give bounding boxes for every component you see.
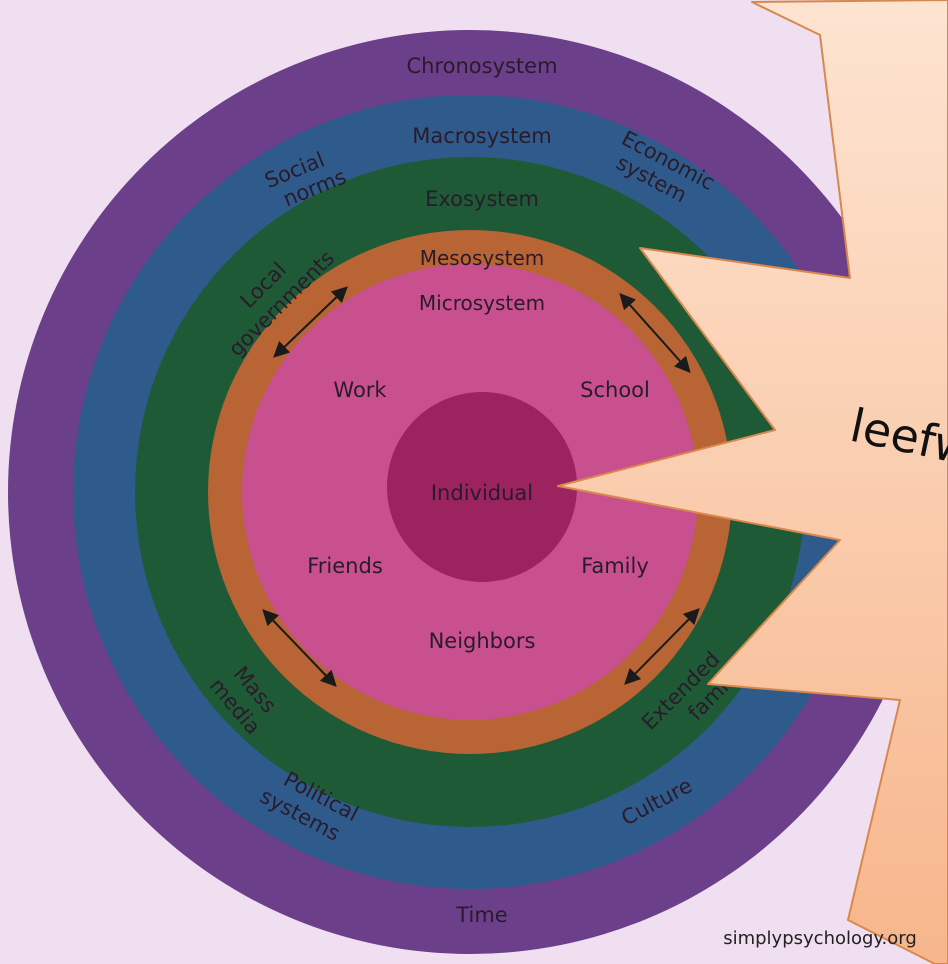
school-label: School	[580, 378, 650, 402]
time-label: Time	[455, 903, 507, 927]
microsystem-label: Microsystem	[419, 291, 545, 315]
work-label: Work	[333, 378, 387, 402]
meso-arrow-top-left	[273, 286, 348, 358]
individual-circle	[387, 392, 577, 582]
meso-arrow-bottom-left	[262, 609, 337, 687]
watermark: simplypsychology.org	[723, 928, 917, 949]
family-label: Family	[581, 554, 649, 578]
chronosystem-label: Chronosystem	[406, 54, 557, 78]
friends-label: Friends	[307, 554, 383, 578]
macrosystem-label: Macrosystem	[412, 124, 551, 148]
mesosystem-label: Mesosystem	[420, 246, 545, 270]
neighbors-label: Neighbors	[429, 629, 536, 653]
meso-arrow-top-right	[619, 293, 691, 373]
exosystem-label: Exosystem	[425, 187, 539, 211]
callout-burst-shape	[557, 0, 948, 964]
individual-label: Individual	[431, 481, 533, 505]
meso-arrow-bottom-right	[624, 608, 700, 685]
